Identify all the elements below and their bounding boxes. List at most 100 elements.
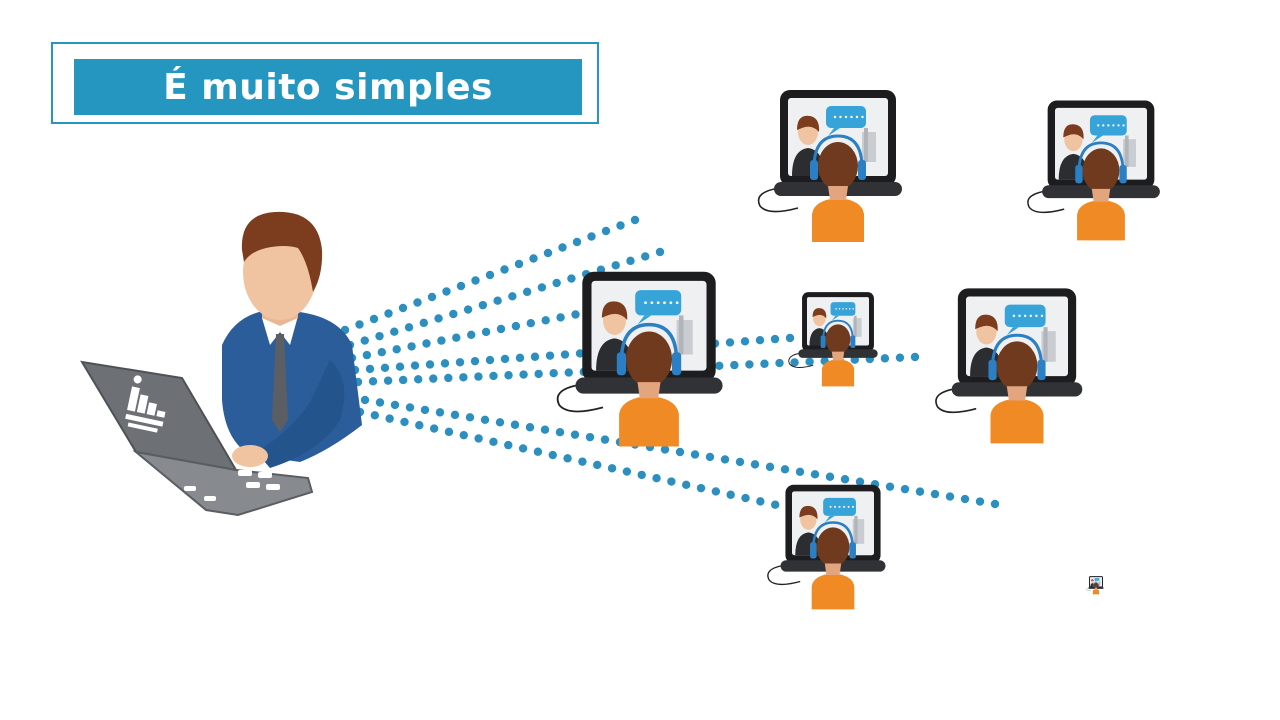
connection-dot [805, 357, 814, 366]
title-banner: É muito simples [74, 59, 582, 115]
connection-dot [481, 327, 491, 337]
connection-dot [545, 351, 555, 360]
connection-dot [485, 270, 495, 280]
connection-dot [504, 371, 513, 380]
connection-dot [471, 276, 480, 285]
keyboard-keys [184, 470, 280, 501]
viewer-bottom [767, 484, 886, 610]
connection-dot [437, 336, 446, 345]
connection-dot [652, 474, 661, 483]
connection-dot [725, 338, 735, 347]
connection-dot [383, 376, 393, 385]
viewer-top-right [1027, 100, 1160, 241]
connection-dot [660, 445, 670, 454]
connection-dot [630, 215, 640, 225]
connection-dot [825, 472, 835, 481]
headset-icon [812, 521, 854, 549]
viewer-middle-right [935, 288, 1083, 444]
connection-dot [810, 470, 820, 479]
connection-dot [489, 371, 498, 381]
headset-icon [822, 319, 854, 341]
connection-dot [515, 353, 525, 363]
viewer-shirt [811, 573, 855, 610]
connection-dot [404, 323, 414, 332]
connection-dot [750, 460, 760, 469]
connection-dot [420, 405, 430, 415]
connection-dot [720, 455, 730, 464]
connection-dot [533, 447, 543, 456]
connection-dot [463, 305, 473, 314]
connection-dot [655, 247, 665, 257]
connection-dot [518, 444, 528, 453]
connection-dot [525, 423, 535, 432]
viewer-tiny [1086, 576, 1104, 595]
connection-dot [587, 232, 596, 241]
connection-dot [362, 350, 372, 360]
viewer-shirt [990, 398, 1044, 444]
connection-dot [435, 408, 445, 417]
viewer-head [818, 142, 858, 190]
viewer-head [996, 341, 1038, 391]
connection-dot [560, 350, 570, 359]
connection-dot [508, 292, 517, 301]
connection-dot [493, 296, 502, 305]
connection-dot [601, 226, 611, 236]
connection-dot [425, 360, 435, 369]
viewer-head [1093, 582, 1099, 589]
connection-dot [422, 339, 431, 348]
connection-dot [478, 300, 488, 310]
connection-dot [500, 354, 510, 364]
connection-dot [390, 400, 400, 410]
connection-dot [355, 320, 364, 329]
connection-dot [641, 252, 650, 261]
connection-dot [790, 358, 799, 367]
connection-dot [459, 430, 468, 440]
connection-dot [429, 374, 438, 383]
viewer-top-center [757, 90, 902, 242]
connection-dot [730, 360, 739, 370]
connection-dot [496, 324, 506, 334]
connection-dot [705, 452, 715, 462]
connection-dot [770, 500, 780, 509]
connection-dot [745, 360, 754, 369]
connection-dot [440, 359, 450, 368]
connection-dot [467, 330, 476, 339]
connection-dot [470, 356, 480, 366]
connection-dot [765, 462, 775, 472]
connection-dot [452, 333, 461, 342]
connection-dot [990, 499, 1000, 509]
connection-dot [715, 361, 724, 370]
connection-dot [622, 467, 632, 476]
connection-dot [696, 483, 706, 493]
connection-dot [384, 309, 393, 318]
connection-dot [429, 424, 439, 433]
connection-dot [600, 435, 610, 444]
connection-dot [360, 395, 370, 405]
connection-dot [915, 487, 925, 496]
connection-dot [572, 237, 582, 247]
viewers [556, 90, 1160, 610]
connection-dot [552, 278, 561, 288]
connection-dot [880, 354, 890, 363]
viewer-shirt [619, 395, 679, 447]
connection-dot [910, 352, 920, 362]
connection-dot [398, 303, 408, 313]
connection-dot [607, 464, 617, 473]
connection-dot [563, 454, 572, 463]
viewer-head [626, 331, 672, 387]
connection-dot [375, 331, 384, 341]
connection-dot [667, 477, 676, 486]
presenter-figure [222, 211, 362, 468]
viewer-shirt [821, 359, 855, 387]
connection-dot [489, 437, 498, 446]
connection-dot [485, 355, 495, 365]
headset-icon [1092, 581, 1100, 586]
connection-dot [380, 363, 390, 372]
connection-dot [543, 248, 553, 258]
headset-icon [812, 134, 864, 169]
connection-dot [360, 336, 369, 345]
connection-dot [945, 492, 955, 501]
connection-dot [537, 283, 547, 292]
connection-dot [626, 256, 635, 266]
